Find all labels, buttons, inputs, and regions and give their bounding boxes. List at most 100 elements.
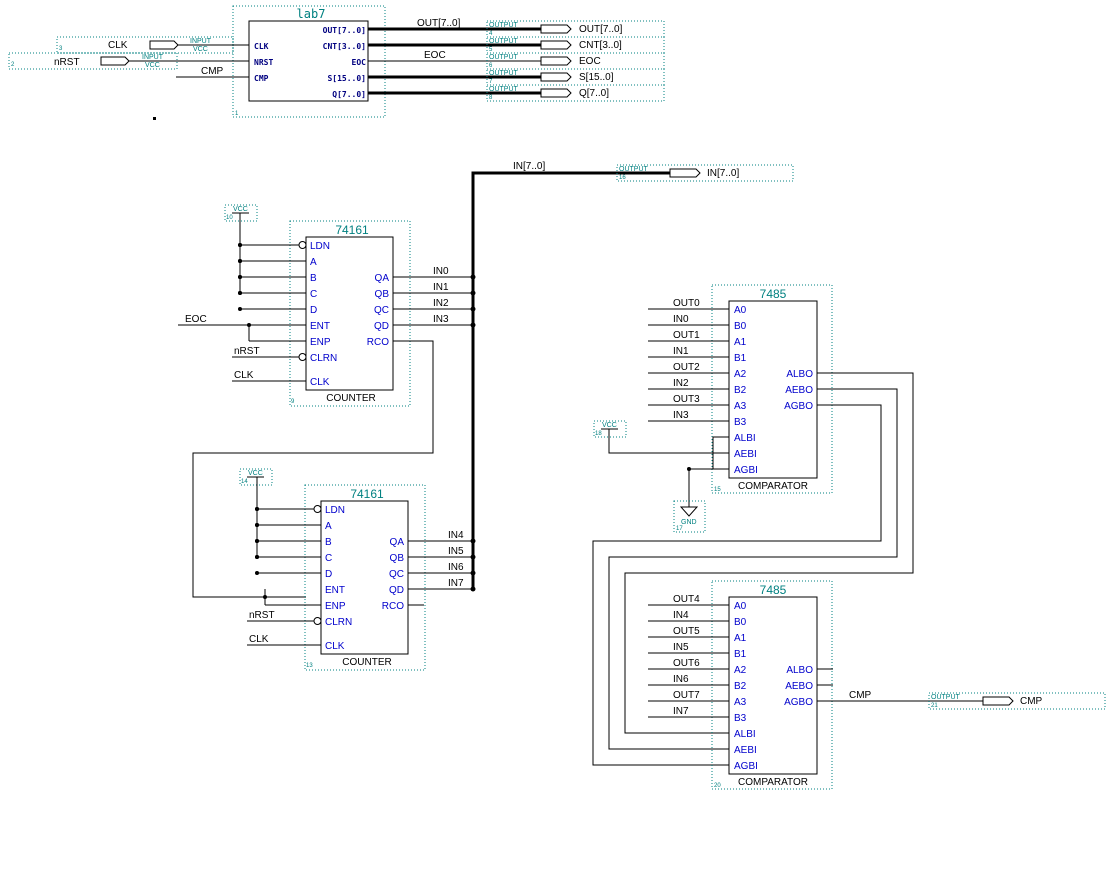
c2-net-in5: IN5 (448, 546, 464, 557)
albo-cascade-wire (624, 372, 914, 734)
cp2-pin-b0: B0 (734, 617, 747, 628)
input-clk-tag: INPUT (190, 38, 212, 45)
counter1-footer: COUNTER (326, 393, 375, 404)
c1-pin-a: A (310, 257, 317, 268)
cp2-pin-aebo: AEBO (785, 681, 813, 692)
output-pin-cmp[interactable]: OUTPUT 21 CMP (928, 692, 1106, 710)
out-bus-label: OUT[7..0] (417, 18, 461, 29)
output-out-tag: OUTPUT (489, 22, 519, 29)
counter1-clk-label: CLK (234, 370, 254, 381)
c2-pin-d: D (325, 569, 332, 580)
vcc-symbol-1: VCC 10 (224, 204, 258, 293)
cp1-pin-agbi: AGBI (734, 465, 758, 476)
comparator-1[interactable]: 7485 COMPARATOR 15 A0B0A1B1A2B2A3B3ALBIA… (648, 284, 833, 494)
c1-net-in1: IN1 (433, 282, 449, 293)
c1-net-in3: IN3 (433, 314, 449, 325)
cp2-pin-agbo: AGBO (784, 697, 813, 708)
junction-dot (263, 595, 267, 599)
lab7-pin-cnt: CNT[3..0] (323, 42, 366, 51)
comp2-title: 7485 (760, 583, 787, 597)
c2-pin-qc: QC (389, 569, 404, 580)
junction-dot (687, 467, 691, 471)
cp1-net-out0: OUT0 (673, 298, 700, 309)
cp2-net-out6: OUT6 (673, 658, 700, 669)
cp2-net-out4: OUT4 (673, 594, 700, 605)
junction-dot (238, 259, 242, 263)
output-s-tag: OUTPUT (489, 70, 519, 77)
agbo-cascade-wire (592, 404, 882, 766)
c2-net-in7: IN7 (448, 578, 464, 589)
input-pin-nrst[interactable]: nRST INPUT VCC 2 (8, 52, 249, 70)
cp2-pin-b2: B2 (734, 681, 747, 692)
cmp-wire-label: CMP (201, 66, 224, 77)
cp2-pin-b3: B3 (734, 713, 747, 724)
cp2-net-out7: OUT7 (673, 690, 700, 701)
cp1-pin-b2: B2 (734, 385, 747, 396)
output-q-num: 8 (489, 95, 493, 101)
comp1-index: 15 (714, 487, 721, 493)
comp1-footer: COMPARATOR (738, 481, 808, 492)
c2-pin-clk: CLK (325, 641, 345, 652)
cp1-pin-albo: ALBO (786, 369, 813, 380)
output-out-num: 4 (489, 31, 493, 37)
in-bus[interactable]: IN[7..0] (471, 161, 670, 589)
cp1-pin-aebo: AEBO (785, 385, 813, 396)
output-eoc-num: 6 (489, 63, 493, 69)
comp1-title: 7485 (760, 287, 787, 301)
lab7-index: 1 (235, 111, 239, 117)
c2-pin-rco: RCO (382, 601, 404, 612)
c1-bus-tap-qd (470, 322, 476, 328)
output-pin-cnt[interactable]: OUTPUT 5 CNT[3..0] (486, 36, 665, 54)
c2-pin-c: C (325, 553, 332, 564)
c2-pin-qb: QB (390, 553, 405, 564)
c2-bus-tap-qd (470, 586, 476, 592)
lab7-pin-clk: CLK (254, 42, 269, 51)
output-pin-out[interactable]: OUTPUT 4 OUT[7..0] (486, 20, 665, 38)
cp2-pin-a2: A2 (734, 665, 747, 676)
cp1-net-out3: OUT3 (673, 394, 700, 405)
counter2-clk-label: CLK (249, 634, 269, 645)
lab7-pin-out: OUT[7..0] (323, 26, 366, 35)
cp1-pin-aebi: AEBI (734, 449, 757, 460)
c2-pin-qd: QD (389, 585, 404, 596)
cp1-pin-b0: B0 (734, 321, 747, 332)
input-nrst-tag: INPUT (142, 54, 164, 61)
output-s-label: S[15..0] (579, 72, 614, 83)
input-pin-clk[interactable]: CLK INPUT VCC 3 (56, 36, 249, 54)
c1-pin-enp: ENP (310, 337, 331, 348)
input-nrst-label: nRST (54, 57, 80, 68)
c1-pin-rco: RCO (367, 337, 389, 348)
aebo-cascade-wire (608, 388, 898, 750)
gnd-label: GND (681, 519, 697, 526)
eoc-wire-label: EOC (424, 50, 446, 61)
lab7-pin-q: Q[7..0] (332, 90, 366, 99)
comp2-index: 20 (714, 783, 721, 789)
c1-pin-qb: QB (375, 289, 390, 300)
c1-pin-ent: ENT (310, 321, 330, 332)
output-pin-s[interactable]: OUTPUT 7 S[15..0] (486, 68, 665, 86)
output-cnt-tag: OUTPUT (489, 38, 519, 45)
output-pin-eoc[interactable]: OUTPUT 6 EOC (486, 52, 665, 70)
output-pin-q[interactable]: OUTPUT 8 Q[7..0] (486, 84, 665, 102)
output-pin-in[interactable]: OUTPUT 16 IN[7..0] (616, 164, 794, 182)
c2-junction-d (255, 571, 259, 575)
output-cnt-label: CNT[3..0] (579, 40, 622, 51)
c1-pin-qd: QD (374, 321, 389, 332)
output-out-label: OUT[7..0] (579, 24, 623, 35)
c2-ldn-bubble (313, 505, 322, 513)
c2-pin-a: A (325, 521, 332, 532)
vcc1-label: VCC (233, 206, 248, 213)
cp1-pin-a3: A3 (734, 401, 747, 412)
lab7-pin-eoc: EOC (352, 58, 367, 67)
lab7-symbol[interactable]: lab7 CLK NRST CMP OUT[7..0] CNT[3..0] EO… (232, 5, 386, 118)
cp1-net-in3: IN3 (673, 410, 689, 421)
cp1-pin-a2: A2 (734, 369, 747, 380)
output-in-label: IN[7..0] (707, 168, 739, 179)
output-cmp-label: CMP (1020, 696, 1043, 707)
c1-pin-c: C (310, 289, 317, 300)
cp1-net-in0: IN0 (673, 314, 689, 325)
junction-dot (255, 507, 259, 511)
comparator-2[interactable]: 7485 COMPARATOR 20 A0B0A1B1A2B2A3B3ALBIA… (648, 580, 833, 790)
